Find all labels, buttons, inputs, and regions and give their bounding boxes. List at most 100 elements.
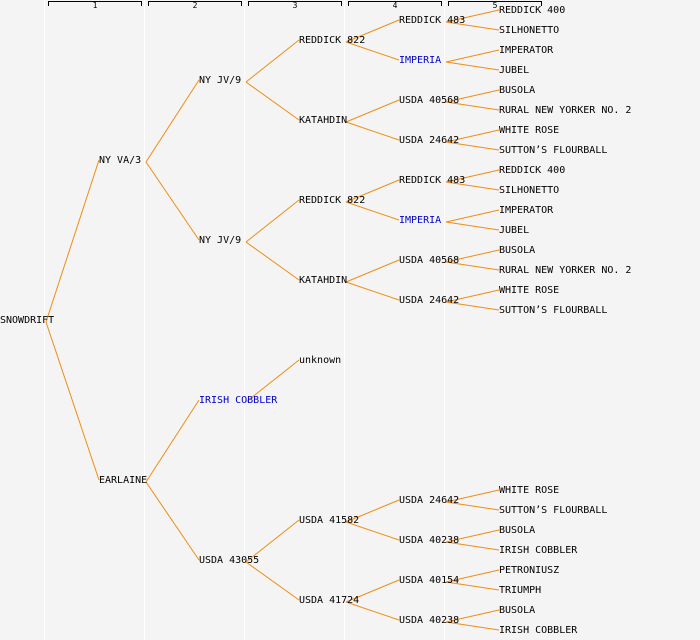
ancestor-name: USDA 40568 [399,95,460,106]
pedigree-link [445,581,500,591]
generation-column-4: 4 [348,0,442,12]
ancestor-name: REDDICK 483 [399,175,466,186]
pedigree-link [345,281,400,301]
generation-column-1: 1 [48,0,142,12]
column-bracket [248,1,342,6]
ancestor-name: NY VA/3 [99,155,142,166]
generation-column-2: 2 [148,0,242,12]
ancestor-name: IRISH COBBLER [499,545,578,556]
pedigree-link [345,521,400,541]
ancestor-name: JUBEL [499,225,530,236]
ancestor-name: USDA 24642 [399,295,460,306]
ancestor-name: unknown [299,355,342,366]
pedigree-link [445,249,500,263]
column-bracket [448,1,542,6]
column-separator [444,0,445,640]
ancestor-name: JUBEL [499,65,530,76]
ancestor-name: USDA 41582 [299,515,360,526]
pedigree-link [445,541,500,551]
column-number: 5 [492,1,498,10]
ancestor-name: NY JV/9 [199,75,242,86]
ancestor-name: KATAHDIN [299,275,348,286]
pedigree-link [245,81,300,121]
ancestor-name: EARLAINE [99,475,148,486]
pedigree-link [345,121,400,141]
column-separator [344,0,345,640]
pedigree-link [445,609,500,623]
pedigree-link [445,101,500,111]
pedigree-link [445,621,500,631]
column-separator [144,0,145,640]
ancestor-name: KATAHDIN [299,115,348,126]
pedigree-link [245,561,300,601]
pedigree-link [445,181,500,191]
column-bracket [148,1,242,6]
column-number: 4 [392,1,398,10]
ancestor-name[interactable]: IMPERIA [399,55,442,66]
ancestor-name: RURAL NEW YORKER NO. 2 [499,105,632,116]
pedigree-link [345,201,400,221]
ancestor-name: IMPERATOR [499,205,554,216]
pedigree-link [345,601,400,621]
pedigree-link [245,359,300,403]
pedigree-link [145,79,200,163]
ancestor-name: REDDICK 822 [299,195,366,206]
pedigree-link [445,21,500,31]
ancestor-name: BUSOLA [499,85,536,96]
pedigree-link [45,159,100,323]
pedigree-link [445,221,500,231]
ancestor-name: USDA 43055 [199,555,260,566]
ancestor-name: USDA 24642 [399,495,460,506]
ancestor-name[interactable]: IMPERIA [399,215,442,226]
ancestor-name: SUTTON’S FLOURBALL [499,305,608,316]
pedigree-link [345,579,400,603]
pedigree-link [445,141,500,151]
pedigree-link [345,499,400,523]
pedigree-link [245,39,300,83]
pedigree-link [445,489,500,503]
pedigree-link [345,99,400,123]
proband-name: SNOWDRIFT [0,315,55,326]
pedigree-link [345,19,400,43]
pedigree-link [445,529,500,543]
pedigree-link [445,289,500,303]
column-number: 2 [192,1,198,10]
pedigree-link [445,129,500,143]
pedigree-link [245,241,300,281]
ancestor-name: BUSOLA [499,525,536,536]
ancestor-name: REDDICK 400 [499,165,566,176]
pedigree-link [445,9,500,23]
ancestor-name: USDA 40238 [399,535,460,546]
ancestor-name: REDDICK 400 [499,5,566,16]
column-separator [244,0,245,640]
pedigree-link [345,179,400,203]
pedigree-link [445,501,500,511]
pedigree-link [45,321,100,481]
ancestor-name: WHITE ROSE [499,485,560,496]
pedigree-link [345,259,400,283]
pedigree-link [145,161,200,241]
pedigree-link [145,481,200,561]
column-number: 3 [292,1,298,10]
ancestor-name: IRISH COBBLER [499,625,578,636]
pedigree-link [445,49,500,63]
ancestor-name: USDA 24642 [399,135,460,146]
column-bracket [48,1,142,6]
pedigree-link [445,569,500,583]
pedigree-link [445,261,500,271]
ancestor-name: USDA 41724 [299,595,360,606]
ancestor-name: WHITE ROSE [499,285,560,296]
generation-column-3: 3 [248,0,342,12]
pedigree-link [445,169,500,183]
pedigree-link [445,301,500,311]
ancestor-name: NY JV/9 [199,235,242,246]
column-bracket [348,1,442,6]
ancestor-name: BUSOLA [499,605,536,616]
ancestor-name: USDA 40238 [399,615,460,626]
ancestor-name: USDA 40568 [399,255,460,266]
ancestor-name: USDA 40154 [399,575,460,586]
ancestor-name: RURAL NEW YORKER NO. 2 [499,265,632,276]
ancestor-name: SILHONETTO [499,185,560,196]
ancestor-name[interactable]: IRISH COBBLER [199,395,278,406]
